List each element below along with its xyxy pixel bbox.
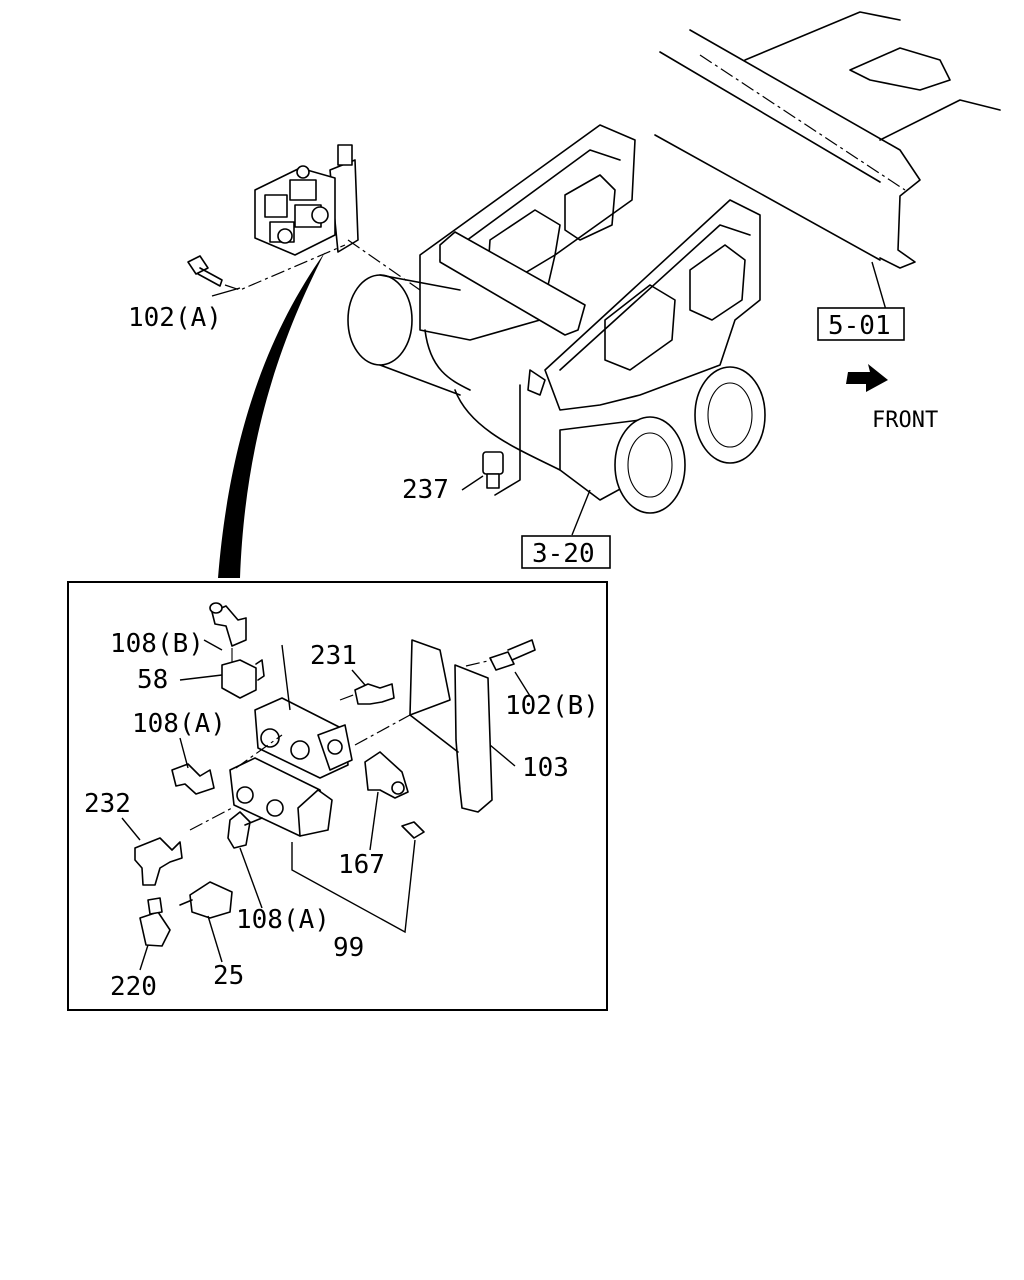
leader-3-20 bbox=[571, 489, 591, 536]
label-front: FRONT bbox=[872, 408, 938, 433]
label-58: 58 bbox=[137, 665, 168, 695]
label-167: 167 bbox=[338, 850, 385, 880]
label-220: 220 bbox=[110, 972, 157, 1002]
callout-tail bbox=[218, 252, 325, 578]
label-102a-top: 102(A) bbox=[128, 303, 222, 333]
label-103: 103 bbox=[522, 753, 569, 783]
ref-box-5-01 bbox=[817, 307, 905, 341]
bolt-102a-top bbox=[187, 244, 346, 297]
connector-237 bbox=[461, 451, 504, 491]
frame-rail bbox=[654, 11, 1001, 269]
valve-assembly-mounted bbox=[254, 144, 359, 256]
label-25: 25 bbox=[213, 961, 244, 991]
label-99: 99 bbox=[333, 933, 364, 963]
label-237: 237 bbox=[402, 475, 449, 505]
label-232: 232 bbox=[84, 789, 131, 819]
label-231: 231 bbox=[310, 641, 357, 671]
label-3-20: 3-20 bbox=[532, 539, 595, 569]
ref-box-3-20 bbox=[521, 535, 611, 569]
detail-leaders bbox=[121, 639, 531, 971]
label-108b: 108(B) bbox=[110, 629, 204, 659]
leader-5-01 bbox=[871, 261, 887, 311]
label-5-01: 5-01 bbox=[828, 311, 891, 341]
label-102b: 102(B) bbox=[505, 691, 599, 721]
crossmember-assembly bbox=[347, 124, 766, 514]
detail-parts bbox=[134, 602, 536, 947]
label-108a-bottom: 108(A) bbox=[236, 905, 330, 935]
label-108a-top: 108(A) bbox=[132, 709, 226, 739]
front-arrow-icon bbox=[846, 364, 888, 392]
mount-centerline bbox=[347, 239, 421, 291]
